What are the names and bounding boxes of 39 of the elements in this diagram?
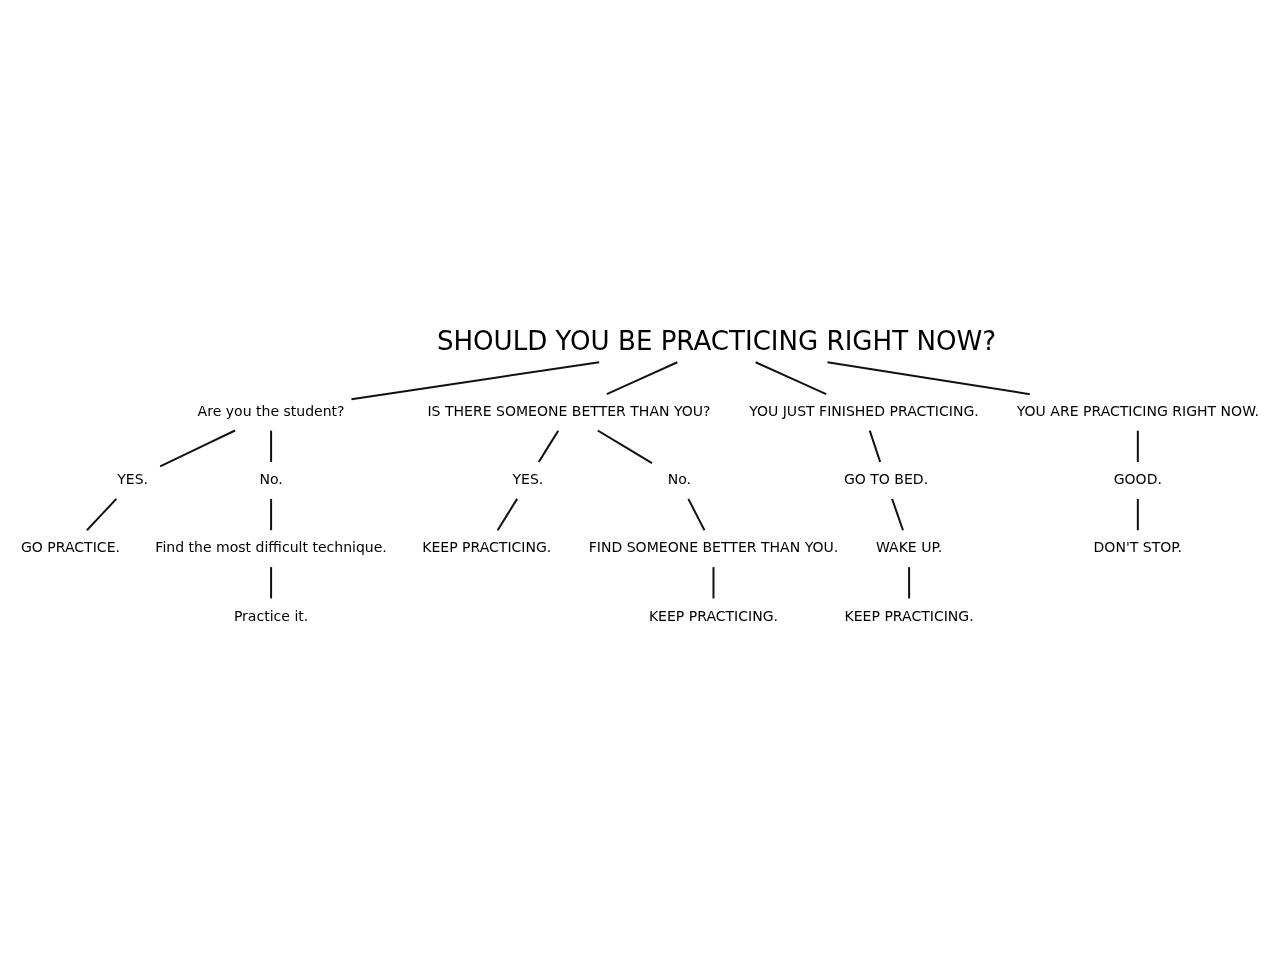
connector bbox=[868, 430, 882, 463]
node-text: SHOULD YOU BE PRACTICING RIGHT NOW? bbox=[436, 325, 997, 356]
connector bbox=[270, 430, 273, 462]
connector bbox=[827, 361, 1030, 396]
node-text: Find the most difficult technique. bbox=[155, 539, 387, 556]
connector bbox=[537, 430, 560, 463]
node-text: WAKE UP. bbox=[875, 539, 943, 556]
connector bbox=[1136, 498, 1139, 531]
node-text: GO PRACTICE. bbox=[20, 539, 120, 556]
connector bbox=[687, 498, 706, 531]
connector bbox=[270, 498, 273, 531]
connector bbox=[712, 567, 715, 599]
connector bbox=[891, 498, 904, 531]
node-text: Are you the student? bbox=[197, 403, 345, 419]
node-text: No. bbox=[667, 471, 692, 488]
node-text: YES. bbox=[512, 471, 544, 488]
connector bbox=[159, 429, 236, 468]
node-text: YOU ARE PRACTICING RIGHT NOW. bbox=[1016, 403, 1259, 419]
node-text: KEEP PRACTICING. bbox=[422, 539, 552, 556]
node-text: IS THERE SOMEONE BETTER THAN YOU? bbox=[427, 403, 711, 419]
connector bbox=[606, 361, 678, 396]
connector bbox=[86, 498, 118, 531]
connector bbox=[496, 498, 518, 531]
node-text: YES. bbox=[117, 471, 149, 488]
connector bbox=[1136, 430, 1139, 462]
connector bbox=[351, 361, 600, 401]
connector bbox=[908, 567, 911, 599]
node-text: Practice it. bbox=[233, 607, 309, 624]
node-text: KEEP PRACTICING. bbox=[844, 607, 974, 624]
node-text: YOU JUST FINISHED PRACTICING. bbox=[749, 403, 979, 419]
connector bbox=[755, 361, 827, 396]
node-text: GOOD. bbox=[1113, 471, 1162, 488]
connector bbox=[270, 567, 273, 599]
node-text: DON'T STOP. bbox=[1093, 539, 1183, 556]
node-text: FIND SOMEONE BETTER THAN YOU. bbox=[588, 539, 839, 556]
node-text: KEEP PRACTICING. bbox=[648, 607, 779, 624]
connector bbox=[597, 429, 653, 464]
node-text: GO TO BED. bbox=[843, 471, 929, 488]
node-text: No. bbox=[259, 471, 283, 488]
